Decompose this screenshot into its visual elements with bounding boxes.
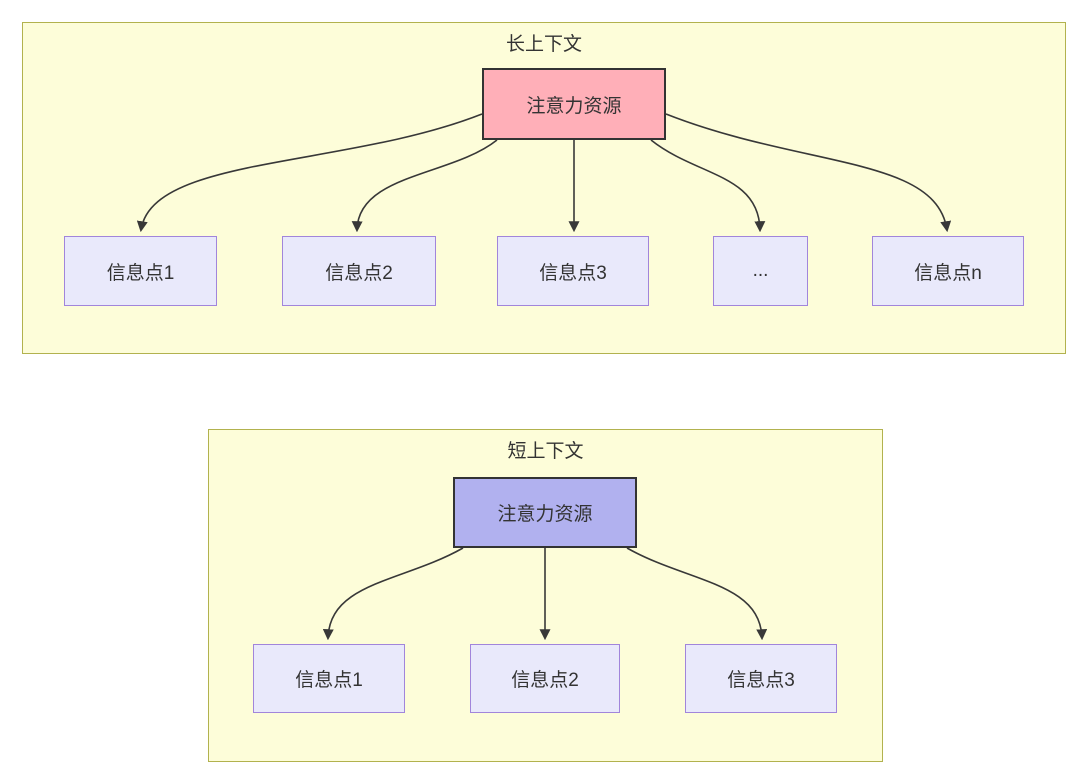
long-context-title: 长上下文 — [505, 34, 582, 55]
short-info-point-1-node: 信息点1 — [253, 644, 405, 713]
long-attention-resource-node: 注意力资源 — [482, 68, 666, 140]
long-info-point-ellipsis-node: ... — [713, 236, 808, 306]
short-info-point-3-node: 信息点3 — [685, 644, 837, 713]
short-context-title: 短上下文 — [507, 441, 584, 462]
long-info-point-2-node: 信息点2 — [282, 236, 436, 306]
short-info-point-2-node: 信息点2 — [470, 644, 620, 713]
long-info-point-3-node: 信息点3 — [497, 236, 649, 306]
short-attention-resource-node: 注意力资源 — [453, 477, 637, 548]
long-info-point-n-node: 信息点n — [872, 236, 1024, 306]
long-info-point-1-node: 信息点1 — [64, 236, 217, 306]
